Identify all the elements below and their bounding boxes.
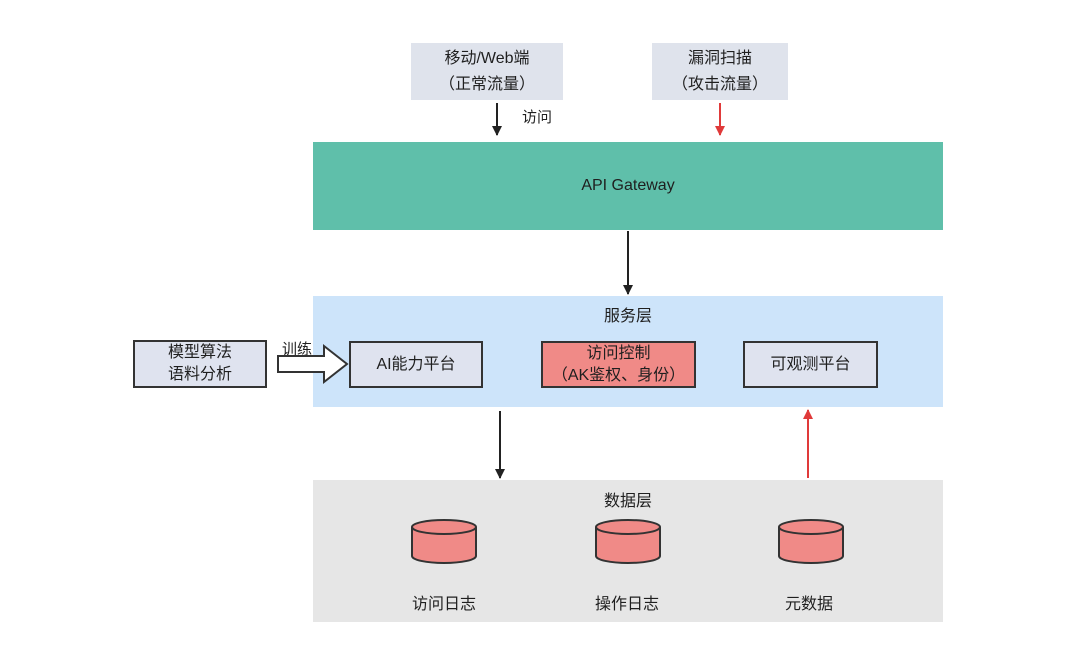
source-attack-title: 漏洞扫描 <box>687 49 752 67</box>
api-gateway-label: API Gateway <box>581 177 675 194</box>
store-metadata-label: 元数据 <box>784 596 833 613</box>
data-layer-title: 数据层 <box>603 493 652 510</box>
database-icon-access-log <box>411 519 477 564</box>
edge-label-access: 访问 <box>522 109 553 126</box>
database-icon-metadata <box>778 519 844 564</box>
source-normal-title: 移动/Web端 <box>444 49 530 67</box>
edge-label-train: 训练 <box>282 341 313 358</box>
node-access-control-subtitle: （AK鉴权、身份） <box>551 366 686 384</box>
source-normal-traffic: 移动/Web端 （正常流量） <box>411 43 563 100</box>
service-layer-title: 服务层 <box>603 308 652 325</box>
arrow-train <box>277 343 349 385</box>
store-operation-log-label: 操作日志 <box>594 596 659 613</box>
node-ai-platform-label: AI能力平台 <box>376 355 456 373</box>
node-observability-label: 可观测平台 <box>770 355 851 373</box>
store-access-log-label: 访问日志 <box>411 596 476 613</box>
node-ai-platform: AI能力平台 <box>349 341 483 388</box>
node-observability: 可观测平台 <box>743 341 878 388</box>
source-attack-traffic: 漏洞扫描 （攻击流量） <box>652 43 788 100</box>
api-gateway: API Gateway <box>313 142 943 230</box>
node-model-algorithms-line1: 模型算法 <box>167 344 232 361</box>
node-access-control: 访问控制 （AK鉴权、身份） <box>541 341 696 388</box>
node-access-control-title: 访问控制 <box>586 344 651 362</box>
source-attack-subtitle: （攻击流量） <box>671 75 768 93</box>
source-normal-subtitle: （正常流量） <box>438 75 535 93</box>
node-model-algorithms-line2: 语料分析 <box>167 366 232 383</box>
database-icon-operation-log <box>595 519 661 564</box>
node-model-algorithms: 模型算法 语料分析 <box>133 340 267 388</box>
